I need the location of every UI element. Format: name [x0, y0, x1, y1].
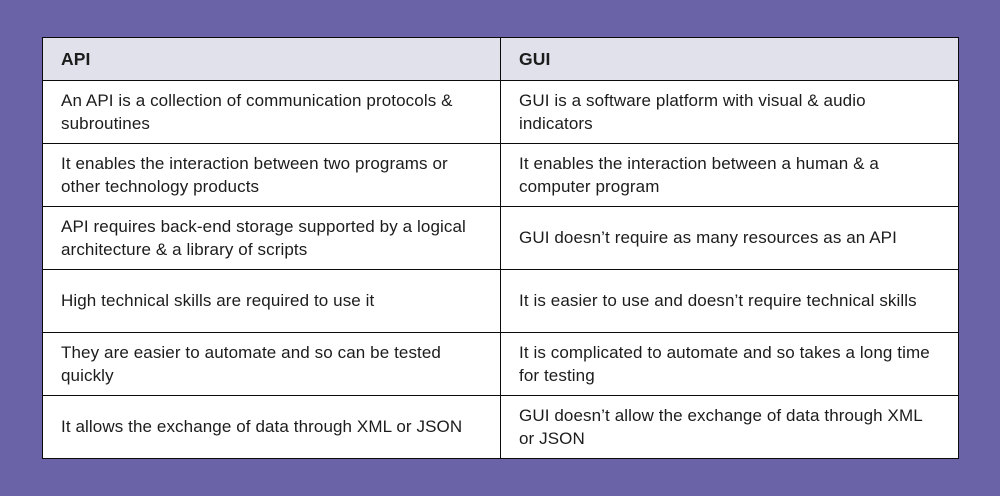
column-header-api: API [42, 37, 501, 81]
api-vs-gui-table: API GUI An API is a collection of commun… [42, 37, 959, 459]
table-row: An API is a collection of communication … [42, 80, 959, 144]
api-cell: It allows the exchange of data through X… [42, 395, 501, 459]
api-cell: API requires back-end storage supported … [42, 206, 501, 270]
gui-cell: GUI is a software platform with visual &… [500, 80, 959, 144]
table-row: They are easier to automate and so can b… [42, 332, 959, 396]
table-row: It enables the interaction between two p… [42, 143, 959, 207]
table-row: High technical skills are required to us… [42, 269, 959, 333]
comparison-table-container: API GUI An API is a collection of commun… [42, 37, 959, 459]
api-cell: It enables the interaction between two p… [42, 143, 501, 207]
api-cell: An API is a collection of communication … [42, 80, 501, 144]
gui-cell: GUI doesn’t allow the exchange of data t… [500, 395, 959, 459]
gui-cell: GUI doesn’t require as many resources as… [500, 206, 959, 270]
gui-cell: It is easier to use and doesn’t require … [500, 269, 959, 333]
table-row: API requires back-end storage supported … [42, 206, 959, 270]
api-cell: High technical skills are required to us… [42, 269, 501, 333]
gui-cell: It is complicated to automate and so tak… [500, 332, 959, 396]
api-cell: They are easier to automate and so can b… [42, 332, 501, 396]
header-row: API GUI [42, 37, 959, 81]
gui-cell: It enables the interaction between a hum… [500, 143, 959, 207]
table-row: It allows the exchange of data through X… [42, 395, 959, 459]
column-header-gui: GUI [500, 37, 959, 81]
